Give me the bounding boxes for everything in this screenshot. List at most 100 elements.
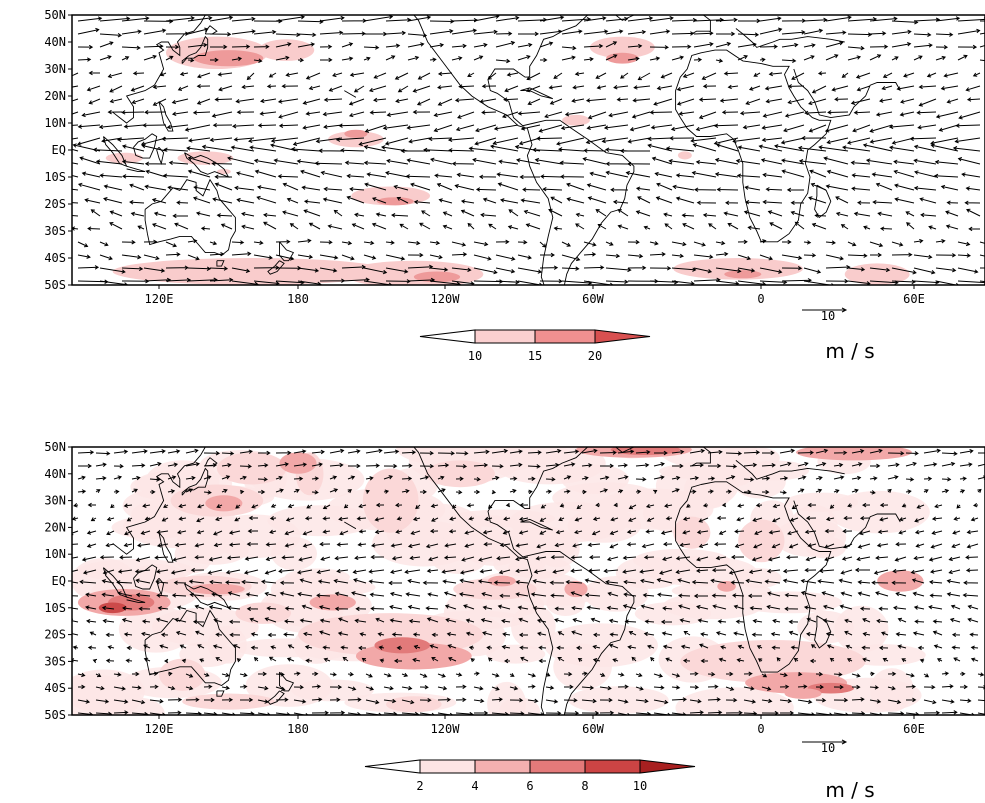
wind-vector (570, 555, 583, 560)
wind-vector (977, 463, 985, 467)
wind-vector (515, 568, 529, 574)
wind-vector (187, 156, 211, 165)
wind-vector (915, 543, 925, 548)
wind-vector (353, 578, 367, 584)
wind-vector (635, 210, 651, 217)
wind-vector (635, 686, 644, 691)
wind-vector (774, 144, 805, 152)
wind-vector (671, 685, 681, 690)
wind-vector (779, 684, 790, 690)
wind-vector (509, 449, 523, 454)
wind-vector (625, 170, 651, 178)
wind-vector (786, 187, 805, 193)
wind-vector (856, 85, 871, 92)
wind-vector (341, 42, 354, 48)
wind-vector (936, 658, 943, 663)
wind-vector (196, 72, 211, 79)
wind-vector (935, 16, 961, 22)
wind-vector (711, 593, 727, 598)
wind-vector (473, 29, 498, 35)
wind-vector (72, 111, 79, 115)
wind-vector (702, 212, 717, 218)
wind-vector (572, 543, 583, 548)
coastline (216, 260, 225, 267)
wind-vector (117, 569, 133, 574)
wind-vector (265, 556, 277, 562)
wind-vector (159, 644, 169, 649)
wind-vector (393, 184, 409, 191)
wind-vector (851, 449, 865, 454)
wind-vector (89, 631, 97, 636)
wind-vector (880, 631, 889, 636)
shading-patch (784, 688, 822, 699)
wind-vector (429, 644, 439, 649)
wind-vector (455, 476, 464, 482)
wind-vector (174, 222, 189, 230)
wind-vector (835, 211, 849, 217)
wind-vector (805, 556, 817, 562)
wind-vector (79, 579, 97, 585)
coastline (181, 35, 209, 64)
wind-vector (389, 591, 403, 597)
wind-vector (347, 489, 352, 494)
wind-vector (847, 45, 865, 51)
wind-vector (798, 159, 827, 165)
wind-vector (583, 43, 604, 49)
wind-vector (161, 517, 169, 522)
wind-vector (297, 57, 305, 63)
wind-vector (336, 542, 349, 547)
wind-vector (341, 240, 353, 246)
wind-vector (247, 528, 259, 534)
wind-vector (383, 673, 392, 678)
wind-vector (231, 251, 252, 257)
wind-vector (437, 85, 453, 90)
wind-vector (779, 476, 789, 481)
wind-vector (882, 657, 889, 662)
wind-vector (710, 578, 727, 584)
wind-vector (474, 489, 481, 495)
wind-vector (928, 605, 943, 610)
wind-vector (622, 555, 637, 561)
wind-vector (689, 476, 700, 481)
shading-patch (72, 674, 141, 715)
wind-vector (626, 542, 637, 547)
wind-vector (803, 28, 824, 35)
wind-vector (762, 199, 783, 205)
wind-vector (914, 619, 925, 624)
wind-vector (319, 630, 331, 636)
shading-patch (78, 559, 194, 582)
wind-vector (556, 137, 585, 146)
wind-vector (101, 592, 115, 597)
wind-vector (847, 503, 853, 508)
wind-vector (941, 699, 955, 704)
wind-vector (365, 489, 370, 494)
wind-vector (869, 476, 878, 481)
wind-vector (433, 111, 453, 118)
wind-vector (95, 489, 101, 494)
wind-vector (693, 42, 714, 48)
wind-vector (851, 673, 861, 678)
wind-vector (654, 450, 668, 456)
wind-vector (561, 45, 577, 51)
wind-vector (293, 449, 307, 454)
wind-vector (656, 578, 673, 584)
wind-vector (899, 111, 915, 117)
wind-vector (784, 592, 799, 598)
wind-vector (657, 592, 673, 597)
wind-vector (914, 170, 937, 178)
wind-vector (940, 85, 959, 91)
wind-vector (845, 644, 853, 649)
wind-vector (835, 196, 849, 204)
wind-vector (876, 543, 889, 548)
wind-vector (334, 606, 349, 612)
wind-vector (584, 578, 601, 584)
wind-vector (540, 252, 555, 258)
wind-vector (257, 463, 269, 468)
wind-vector (318, 605, 331, 610)
wind-vector (429, 267, 449, 272)
wind-vector (431, 657, 439, 662)
wind-vector (965, 555, 979, 560)
wind-vector (365, 673, 373, 678)
wind-vector (137, 543, 151, 548)
coastlines (102, 447, 901, 715)
